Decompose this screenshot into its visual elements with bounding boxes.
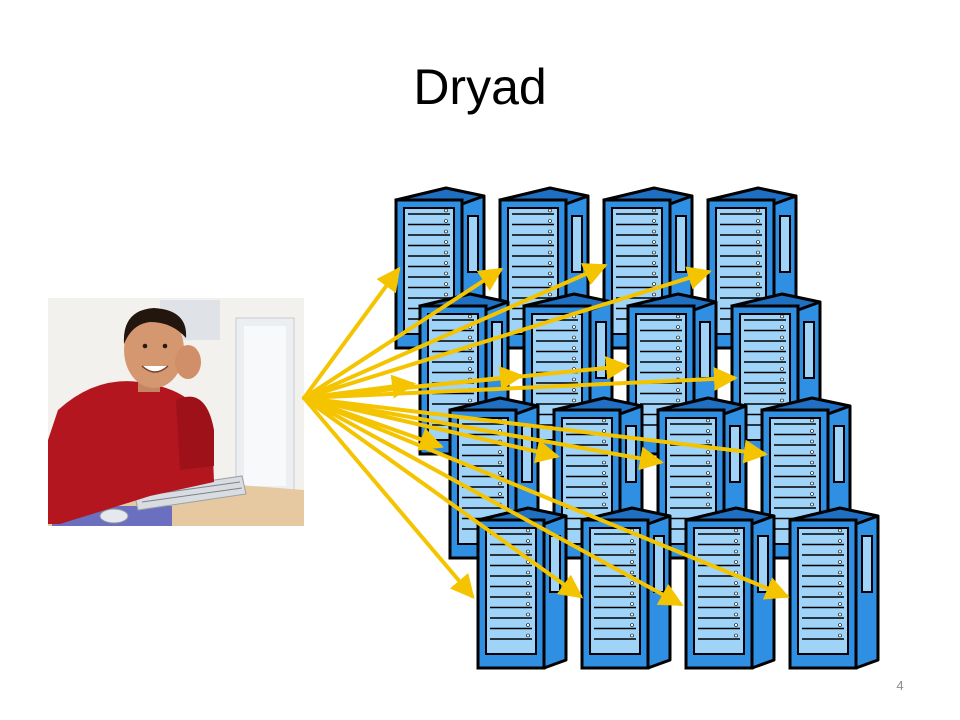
connection-arrows bbox=[302, 263, 790, 606]
connection-arrow bbox=[302, 266, 712, 400]
connection-arrow bbox=[302, 396, 768, 464]
connection-arrow bbox=[302, 366, 738, 400]
connection-arrow bbox=[302, 396, 684, 606]
connection-arrow bbox=[302, 266, 401, 400]
slide-number: 4 bbox=[896, 678, 904, 693]
user-photo bbox=[48, 298, 304, 526]
connection-arrow bbox=[302, 396, 790, 600]
server-icon bbox=[788, 506, 880, 670]
server-icon bbox=[684, 506, 776, 670]
connection-arrow bbox=[302, 396, 664, 471]
connection-arrow bbox=[302, 396, 475, 600]
connection-arrow bbox=[302, 396, 560, 464]
slide-title: Dryad bbox=[413, 59, 547, 115]
connection-arrow bbox=[302, 396, 584, 599]
connection-arrow bbox=[302, 267, 504, 400]
connection-arrow bbox=[302, 263, 608, 400]
connection-arrow bbox=[302, 356, 630, 400]
